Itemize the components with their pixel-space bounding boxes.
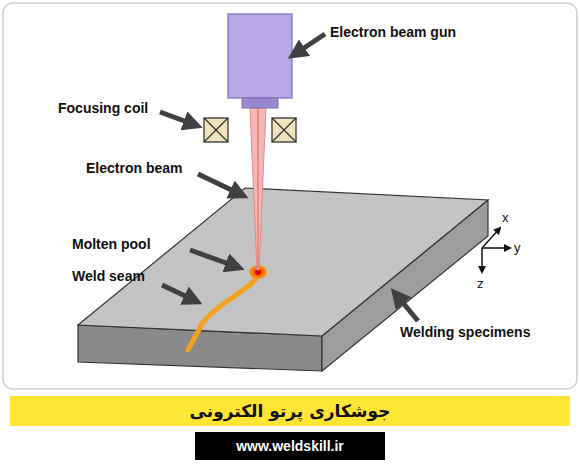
plate-top [78, 188, 488, 336]
axis-label: z [477, 276, 484, 291]
focusing-coil [204, 118, 296, 142]
leader-arrows [160, 34, 418, 321]
title-band [10, 396, 570, 426]
part-label: Electron beam [86, 160, 182, 176]
url-band [195, 432, 385, 460]
electron-gun [228, 14, 292, 98]
part-label: Molten pool [72, 236, 151, 252]
part-label: Welding specimens [400, 324, 530, 340]
part-label: Weld seam [72, 268, 145, 284]
part-label: Electron beam gun [330, 24, 456, 40]
weld-seam [188, 276, 258, 350]
title-text: جوشکاری پرتو الکترونی [10, 396, 570, 426]
watermark: www.weldskill.ir [195, 432, 385, 460]
axes [482, 228, 510, 272]
part-label: Focusing coil [58, 100, 148, 116]
axis-label: y [514, 240, 521, 255]
axis-label: x [502, 210, 509, 225]
electron-beam [250, 108, 266, 270]
